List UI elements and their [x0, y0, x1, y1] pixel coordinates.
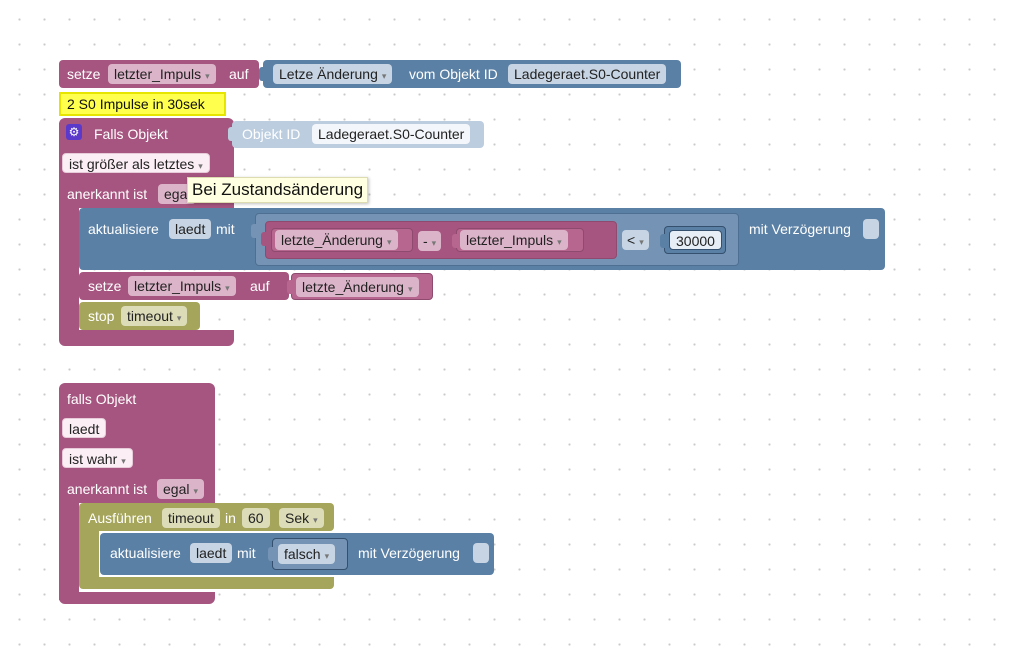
chevron-down-icon: ▾ — [313, 515, 318, 525]
var-letzte-aenderung-block[interactable]: letzte_Änderung▾ — [271, 228, 413, 252]
setze-label: setze — [88, 278, 122, 294]
trigger-bottom — [59, 592, 215, 604]
chevron-down-icon: ▾ — [176, 313, 182, 323]
get-variable-block[interactable]: letzte_Änderung▾ — [287, 273, 433, 300]
chevron-down-icon: ▾ — [431, 238, 437, 248]
variable-dropdown[interactable]: letzter_Impuls▾ — [108, 64, 216, 84]
chevron-down-icon: ▾ — [639, 237, 644, 247]
ausfuehren-block[interactable]: Ausführen timeout in 60 Sek▾ — [79, 503, 334, 531]
compare-block[interactable]: letzte_Änderung▾ -▾ letzter_Impuls▾ <▾ 3… — [251, 213, 739, 266]
stop-timeout-block[interactable]: stop timeout▾ — [79, 302, 200, 330]
property-dropdown[interactable]: Letze Änderung▾ — [273, 64, 393, 84]
chevron-down-icon: ▾ — [121, 456, 126, 466]
compare-operator-dropdown[interactable]: <▾ — [622, 230, 649, 250]
chevron-down-icon: ▾ — [198, 161, 203, 171]
trigger-left-rail — [59, 495, 79, 600]
auf-label: auf — [250, 278, 270, 294]
mit-label: mit — [237, 545, 256, 561]
chevron-down-icon: ▾ — [557, 237, 562, 247]
chevron-down-icon: ▾ — [407, 284, 413, 294]
in-label: in — [225, 510, 236, 526]
anerkannt-dropdown[interactable]: egal▾ — [157, 479, 204, 499]
unit-dropdown[interactable]: Sek▾ — [279, 508, 324, 528]
falls-objekt-title: falls Objekt — [67, 391, 137, 407]
setze-block-1[interactable]: setze letzter_Impuls▾ auf — [59, 60, 259, 88]
delay-checkbox[interactable] — [473, 543, 489, 563]
boolean-dropdown[interactable]: falsch▾ — [278, 544, 336, 564]
chevron-down-icon: ▾ — [205, 71, 210, 81]
stop-label: stop — [88, 308, 115, 324]
variable-dropdown[interactable]: letzter_Impuls▾ — [460, 230, 568, 250]
comment-text: 2 S0 Impulse in 30sek — [67, 96, 205, 112]
chevron-down-icon: ▾ — [386, 237, 392, 247]
anerkannt-dropdown[interactable]: egal — [158, 184, 197, 204]
object-id-block[interactable]: Objekt ID Ladegeraet.S0-Counter — [228, 121, 484, 148]
variable-dropdown[interactable]: letzter_Impuls▾ — [128, 276, 236, 296]
condition-dropdown[interactable]: ist wahr▾ — [62, 448, 133, 468]
timeout-name-field[interactable]: timeout — [162, 508, 220, 528]
delay-value-field[interactable]: 60 — [242, 508, 270, 528]
update-block-2[interactable]: aktualisiere laedt mit falsch▾ mit Verzö… — [100, 533, 494, 575]
mit-verzoegerung-label: mit Verzögerung — [749, 221, 851, 237]
ausfuehren-left-rail — [79, 525, 99, 585]
tooltip: Bei Zustandsänderung — [187, 177, 369, 203]
variable-dropdown[interactable]: letzte_Änderung▾ — [296, 277, 419, 297]
setze-block-2[interactable]: setze letzter_Impuls▾ auf — [79, 272, 289, 300]
delay-checkbox[interactable] — [863, 219, 879, 239]
operator-dropdown[interactable]: -▾ — [418, 231, 442, 251]
setze-label: setze — [67, 66, 101, 82]
auf-label: auf — [229, 66, 249, 82]
var-letzter-impuls-block[interactable]: letzter_Impuls▾ — [452, 228, 584, 252]
timeout-dropdown[interactable]: timeout▾ — [121, 306, 188, 326]
mit-label: mit — [216, 221, 235, 237]
boolean-block[interactable]: falsch▾ — [268, 538, 348, 570]
object-id-field[interactable]: laedt — [62, 418, 107, 438]
state-field[interactable]: laedt — [190, 543, 233, 563]
anerkannt-label: anerkannt ist — [67, 481, 148, 497]
number-field[interactable]: 30000 — [669, 230, 722, 250]
anerkannt-label: anerkannt ist — [67, 186, 148, 202]
chevron-down-icon: ▾ — [324, 551, 330, 561]
variable-dropdown[interactable]: letzte_Änderung▾ — [275, 230, 398, 250]
objekt-id-label: Objekt ID — [242, 126, 301, 142]
ausfuehren-label: Ausführen — [88, 510, 152, 526]
mit-verzoegerung-label: mit Verzögerung — [358, 545, 460, 561]
number-block[interactable]: 30000 — [660, 226, 726, 254]
update-block-1[interactable]: aktualisiere laedt mit letzte_Änderung▾ … — [79, 208, 885, 270]
trigger-bottom — [59, 330, 234, 346]
comment-block[interactable]: 2 S0 Impulse in 30sek — [59, 92, 226, 116]
ausfuehren-bottom — [79, 577, 334, 589]
object-id-field[interactable]: Ladegeraet.S0-Counter — [312, 124, 471, 144]
trigger-left-rail — [59, 200, 79, 338]
chevron-down-icon: ▾ — [193, 486, 198, 496]
chevron-down-icon: ▾ — [381, 71, 387, 81]
chevron-down-icon: ▾ — [225, 283, 230, 293]
math-block[interactable]: letzte_Änderung▾ -▾ letzter_Impuls▾ — [261, 221, 617, 259]
gear-icon[interactable]: ⚙ — [66, 124, 82, 140]
object-id-field[interactable]: Ladegeraet.S0-Counter — [508, 64, 667, 84]
aktualisiere-label: aktualisiere — [110, 545, 181, 561]
get-object-property-block[interactable]: Letze Änderung▾ vom Objekt ID Ladegeraet… — [259, 60, 681, 88]
aktualisiere-label: aktualisiere — [88, 221, 159, 237]
vom-objekt-label: vom Objekt ID — [409, 66, 498, 82]
state-field[interactable]: laedt — [169, 219, 212, 239]
falls-objekt-title: Falls Objekt — [94, 126, 168, 142]
condition-dropdown[interactable]: ist größer als letztes▾ — [62, 153, 210, 173]
